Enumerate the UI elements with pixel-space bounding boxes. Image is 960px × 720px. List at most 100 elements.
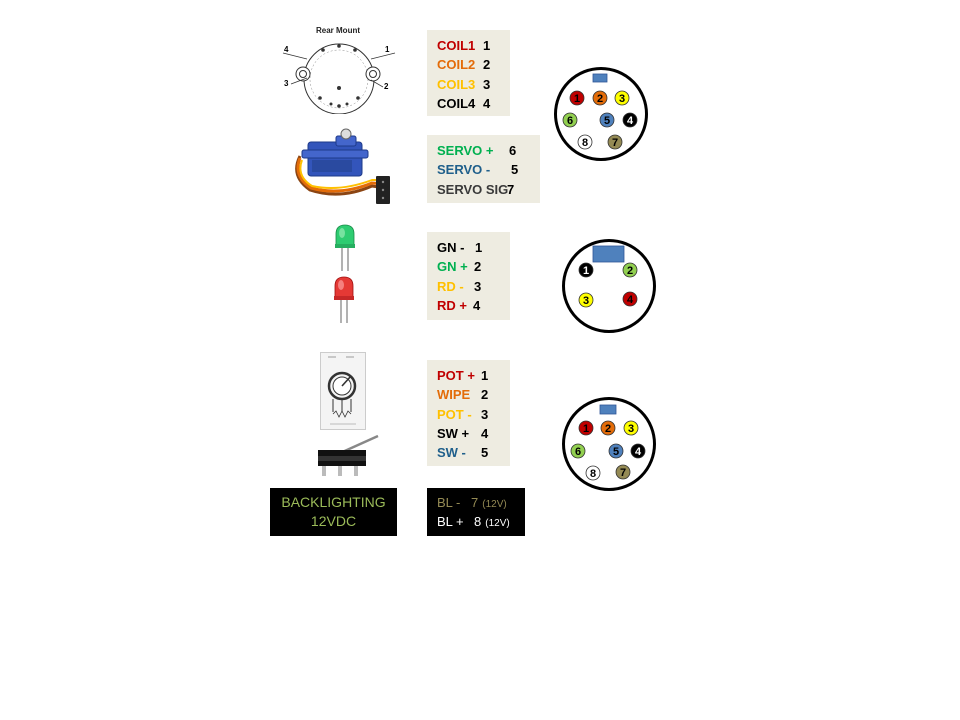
legend-row: COIL3 3 <box>437 75 510 94</box>
pin-number: 4 <box>635 446 642 458</box>
legend-row: GN - 1 <box>437 238 510 257</box>
legend-pin-number: 7 <box>471 495 479 510</box>
legend-label: WIPE <box>437 387 471 403</box>
legend-row: SW +4 <box>437 424 510 443</box>
backlighting-caption-line2: 12VDC <box>310 513 357 529</box>
legend-label: COIL4 <box>437 95 476 111</box>
pin-number: 4 <box>627 115 634 127</box>
pin-number: 3 <box>619 93 625 105</box>
connector-pin: 5 <box>599 112 615 128</box>
legend-label: SERVO - <box>437 162 491 178</box>
micro-switch-image <box>318 434 379 476</box>
legend-pin-number: 5 <box>511 162 519 178</box>
connector-pin: 8 <box>577 134 593 150</box>
legend-pin-number: 3 <box>474 278 482 294</box>
legend-row: SERVO - 5 <box>437 160 540 179</box>
legend-voltage: (12V) <box>482 499 507 510</box>
legend-row: POT +1 <box>437 366 510 385</box>
legend-pin-number: 1 <box>475 240 483 255</box>
legend-label: POT + <box>437 368 475 383</box>
legend-row: BL - 7(12V) <box>437 493 525 512</box>
legend-pin-number: 8 <box>474 514 482 530</box>
pin-number: 3 <box>583 295 589 307</box>
pin-number: 2 <box>605 423 611 435</box>
motor-label-4: 4 <box>284 45 289 54</box>
connector-pin: 5 <box>608 443 624 459</box>
backlight-legend: BL -7(12V) BL +8(12V) <box>427 488 525 536</box>
legend-row: RD + 4 <box>437 296 510 315</box>
pin-number: 1 <box>574 93 580 105</box>
green-led-image <box>335 224 355 271</box>
legend-label: POT - <box>437 406 472 422</box>
legend-pin-number: 3 <box>483 76 491 92</box>
led-legend: GN - 1 GN +2 RD - 3 RD + 4 <box>427 232 510 320</box>
legend-label: BL - <box>437 495 461 510</box>
connector-8pin-bottom: 1 2 3 6 5 4 8 7 <box>562 397 656 491</box>
motor-label-1: 1 <box>385 45 390 54</box>
legend-label: GN - <box>437 240 465 255</box>
backlighting-caption: BACKLIGHTING 12VDC <box>270 488 397 536</box>
connector-pin: 3 <box>578 292 594 308</box>
legend-voltage: (12V) <box>485 518 510 530</box>
connector-pin: 3 <box>614 90 630 106</box>
legend-pin-number: 4 <box>473 297 481 313</box>
legend-row: GN +2 <box>437 257 510 276</box>
legend-pin-number: 4 <box>481 425 489 441</box>
legend-pin-number: 1 <box>483 38 491 53</box>
connector-pin: 7 <box>615 464 631 480</box>
pin-number: 5 <box>604 115 610 127</box>
pin-number: 7 <box>612 137 618 149</box>
servo-motor-image <box>295 128 390 204</box>
connector-pin: 4 <box>622 112 638 128</box>
red-led-image <box>334 276 354 323</box>
legend-pin-number: 4 <box>483 95 491 111</box>
legend-label: RD - <box>437 278 464 294</box>
legend-label: GN + <box>437 259 468 275</box>
legend-pin-number: 2 <box>483 57 491 73</box>
connector-pin: 1 <box>569 90 585 106</box>
potentiometer-image <box>320 352 366 430</box>
legend-row: RD - 3 <box>437 277 510 296</box>
connector-pin: 1 <box>578 262 594 278</box>
pin-number: 5 <box>613 446 619 458</box>
motor-title: Rear Mount <box>316 26 360 35</box>
legend-pin-number: 6 <box>509 143 517 158</box>
legend-label: COIL2 <box>437 57 476 73</box>
connector-pin: 4 <box>622 291 638 307</box>
legend-label: BL + <box>437 514 464 530</box>
legend-label: SERVO SIG <box>437 181 509 197</box>
pin-number: 1 <box>583 423 589 435</box>
connector-pin: 2 <box>622 262 638 278</box>
connector-pin: 3 <box>623 420 639 436</box>
pin-number: 1 <box>583 265 589 277</box>
legend-label: SW - <box>437 445 466 461</box>
legend-row: POT -3 <box>437 405 510 424</box>
legend-row: SERVO SIG7 <box>437 180 540 199</box>
servo-legend: SERVO + 6 SERVO - 5 SERVO SIG7 <box>427 135 540 203</box>
stepper-motor-diagram: Rear Mount 4 1 3 2 <box>282 26 396 114</box>
connector-pin: 6 <box>562 112 578 128</box>
legend-row: SERVO + 6 <box>437 141 540 160</box>
connector-pin: 1 <box>578 420 594 436</box>
legend-label: RD + <box>437 297 467 313</box>
pin-number: 6 <box>575 446 581 458</box>
connector-pin: 4 <box>630 443 646 459</box>
connector-4pin: 1 2 3 4 <box>562 239 656 333</box>
connector-key <box>592 245 625 263</box>
connector-pin: 7 <box>607 134 623 150</box>
connector-key <box>599 404 617 415</box>
pin-number: 4 <box>627 294 634 306</box>
motor-label-3: 3 <box>284 79 289 88</box>
pin-number: 2 <box>597 93 603 105</box>
motor-label-2: 2 <box>384 82 389 91</box>
pin-number: 8 <box>590 468 596 480</box>
legend-label: COIL3 <box>437 76 476 92</box>
legend-label: SERVO + <box>437 143 494 158</box>
pin-number: 3 <box>628 423 634 435</box>
legend-row: WIPE 2 <box>437 385 510 404</box>
legend-pin-number: 2 <box>481 387 489 403</box>
legend-pin-number: 7 <box>507 181 515 197</box>
backlighting-caption-line1: BACKLIGHTING <box>281 494 386 510</box>
